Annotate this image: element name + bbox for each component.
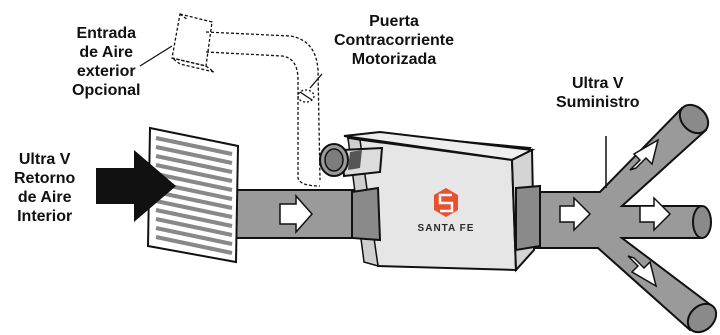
supply-label: Ultra V Suministro [556,75,640,111]
ventilation-unit [319,130,541,273]
return-grille [146,126,240,264]
damper-label: Puerta Contracorriente Motorizada [334,13,455,68]
outdoor-air-intake [171,13,321,187]
return-air-arrow [96,150,176,222]
return-label: Ultra V Retorno de Aire Interior [14,151,76,225]
unit-brand-label: SANTA FE [417,223,475,234]
damper-indicator [297,73,323,103]
santa-fe-logo-icon [434,188,458,217]
outdoor-air-label: Entrada de Aire exterior Opcional [72,25,141,99]
outdoor-air-leader [139,45,173,67]
supply-duct [527,103,718,334]
